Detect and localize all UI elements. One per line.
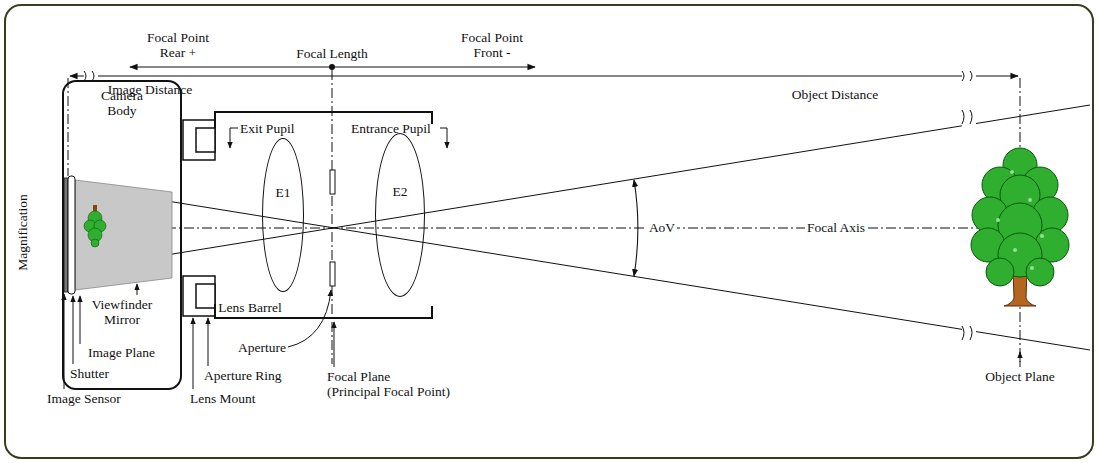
aperture-blade bbox=[330, 170, 335, 194]
axis-label: Focal Length bbox=[296, 46, 368, 61]
part-label: Aperture Ring bbox=[204, 368, 282, 383]
part-label: Aperture bbox=[238, 340, 286, 355]
frame bbox=[5, 5, 1093, 458]
part-label: Entrance Pupil bbox=[351, 121, 431, 136]
lens-element: E1 bbox=[262, 138, 304, 292]
part-label: Shutter bbox=[70, 366, 109, 381]
part-label: Image Plane bbox=[88, 345, 155, 360]
part-label: Focal Plane bbox=[327, 369, 390, 384]
axis-label: Focal Axis bbox=[805, 220, 867, 235]
object-distance-arrow bbox=[332, 75, 1018, 76]
tree bbox=[971, 148, 1069, 306]
lens-element: E2 bbox=[375, 133, 425, 297]
node-text: E1 bbox=[263, 185, 303, 200]
image-sensor bbox=[64, 178, 68, 292]
axis-label: Focal Point Front - bbox=[452, 30, 532, 60]
part-label: (Principal Focal Point) bbox=[327, 384, 450, 399]
dimension-label: Magnification bbox=[15, 194, 30, 270]
focal-dot bbox=[329, 64, 335, 70]
part-label: Lens Mount bbox=[190, 391, 256, 406]
dimension-label: Object Distance bbox=[792, 87, 879, 102]
angle-arc bbox=[634, 180, 638, 276]
image-distance-arrow bbox=[70, 75, 332, 76]
camera-body: Camera Body bbox=[62, 80, 182, 390]
axis-label: Focal Point Rear + bbox=[138, 30, 218, 60]
break-marks bbox=[84, 70, 976, 344]
reference-lines bbox=[68, 70, 1020, 364]
ray bbox=[68, 105, 1090, 271]
ray bbox=[68, 185, 1090, 350]
angle-label: AoV bbox=[647, 220, 677, 235]
lens-barrel bbox=[215, 112, 432, 318]
lens-mount bbox=[183, 120, 215, 316]
viewfinder-mirror bbox=[75, 180, 172, 290]
part-label: Exit Pupil bbox=[240, 121, 294, 136]
part-label: Lens Barrel bbox=[218, 300, 281, 315]
part-label: Object Plane bbox=[985, 369, 1054, 384]
aperture-blade bbox=[330, 262, 335, 286]
dimension-label: Image Distance bbox=[108, 82, 192, 97]
node-text: E2 bbox=[376, 184, 424, 199]
image-tree bbox=[84, 205, 106, 247]
part-label: Image Sensor bbox=[47, 391, 121, 406]
leader-lines bbox=[64, 128, 1020, 389]
part-label: Viewfinder Mirror bbox=[84, 297, 160, 327]
shutter bbox=[68, 176, 75, 294]
